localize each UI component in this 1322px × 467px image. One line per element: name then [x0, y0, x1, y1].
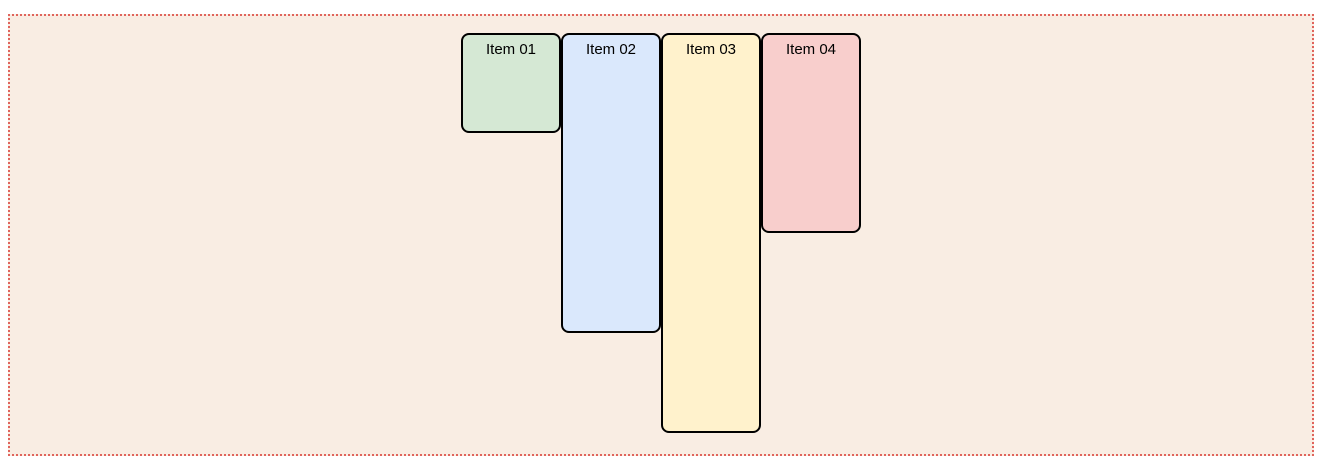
- item-card-01[interactable]: Item 01: [461, 33, 561, 133]
- items-board: Item 01 Item 02 Item 03 Item 04: [8, 14, 1314, 456]
- item-card-04[interactable]: Item 04: [761, 33, 861, 233]
- item-card-label: Item 01: [485, 41, 537, 58]
- item-card-03[interactable]: Item 03: [661, 33, 761, 433]
- item-card-label: Item 04: [785, 41, 837, 58]
- item-card-02[interactable]: Item 02: [561, 33, 661, 333]
- item-card-label: Item 02: [585, 41, 637, 58]
- item-card-label: Item 03: [685, 41, 737, 58]
